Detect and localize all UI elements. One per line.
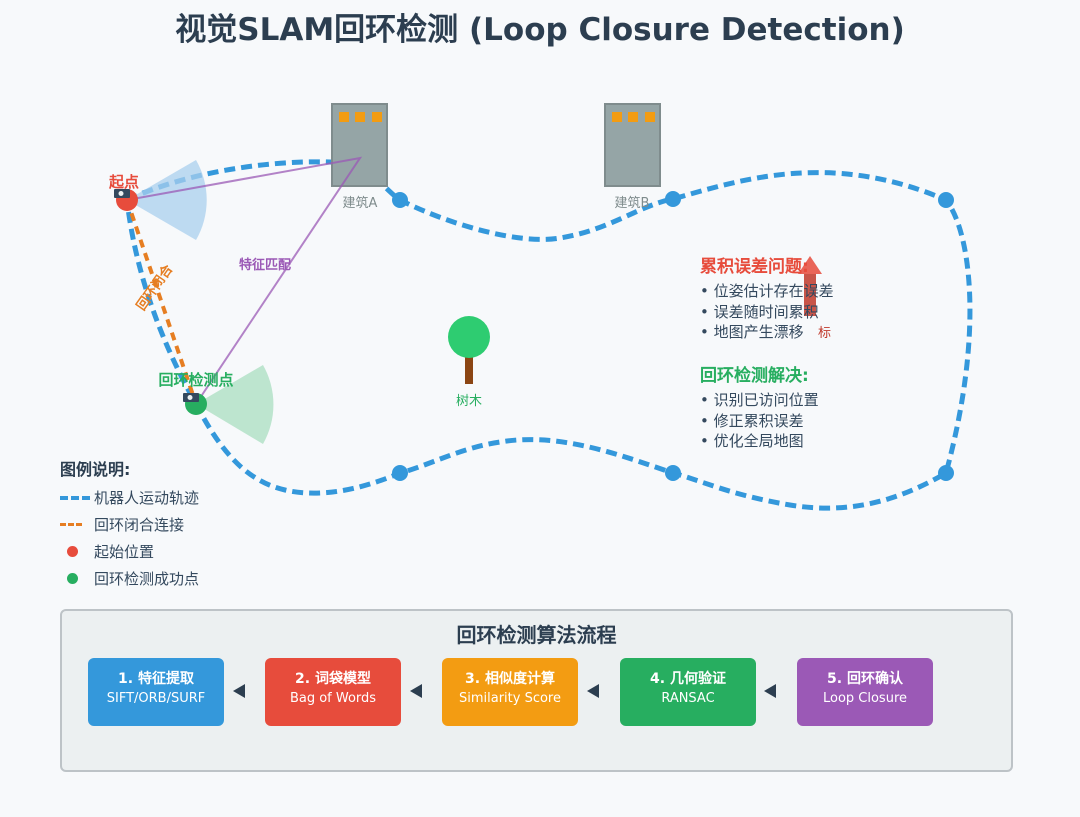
waypoint	[392, 465, 408, 481]
flow-step-bag-of-words: 2. 词袋模型 Bag of Words	[265, 658, 401, 726]
legend: 图例说明: 机器人运动轨迹 回环闭合连接 起始位置 回环检测成功点	[60, 456, 199, 592]
solution-item: • 优化全局地图	[700, 432, 804, 450]
drift-arrow-label: 标	[818, 326, 831, 341]
step-title: 3. 相似度计算	[465, 671, 555, 687]
legend-item-start: 起始位置	[60, 538, 199, 565]
flow-step-similarity: 3. 相似度计算 Similarity Score	[442, 658, 578, 726]
step-subtitle: Bag of Words	[289, 691, 377, 706]
flow-step-loop-confirmation: 5. 回环确认 Loop Closure	[797, 658, 933, 726]
orange-dash-swatch	[60, 523, 82, 526]
problem-item: • 误差随时间累积	[700, 302, 819, 321]
waypoint	[392, 192, 408, 208]
step-title: 4. 几何验证	[650, 671, 726, 687]
legend-item-loop-point: 回环检测成功点	[60, 565, 199, 592]
legend-label: 回环闭合连接	[94, 516, 185, 534]
step-subtitle: Similarity Score	[458, 691, 561, 706]
algorithm-flow-panel: 回环检测算法流程 1. 特征提取 SIFT/ORB/SURF 2. 词袋模型 B…	[60, 609, 1013, 772]
flow-step-geometric-verification: 4. 几何验证 RANSAC	[620, 658, 756, 726]
problem-item: • 位姿估计存在误差	[700, 282, 834, 300]
step-subtitle: SIFT/ORB/SURF	[106, 691, 206, 706]
building-b-label: 建筑B	[615, 195, 650, 211]
arrow-left-icon	[587, 684, 599, 698]
feature-match-line	[126, 156, 363, 405]
page-title: 视觉SLAM回环检测 (Loop Closure Detection)	[175, 12, 905, 48]
drift-arrow-icon	[798, 256, 822, 316]
flow-title: 回环检测算法流程	[456, 623, 617, 647]
feature-match-label: 特征匹配	[239, 257, 291, 273]
loop-closure-line	[125, 199, 198, 405]
start-label: 起点	[108, 173, 139, 191]
arrow-left-icon	[764, 684, 776, 698]
legend-item-loop-closure: 回环闭合连接	[60, 511, 199, 538]
waypoint	[665, 465, 681, 481]
red-dot-icon	[67, 546, 78, 557]
waypoint	[938, 465, 954, 481]
step-title: 2. 词袋模型	[295, 671, 371, 687]
loop-point-label: 回环检测点	[158, 371, 233, 389]
problem-title: 累积误差问题:	[700, 257, 809, 277]
solution-panel: 回环检测解决: • 识别已访问位置 • 修正累积误差 • 优化全局地图	[700, 361, 819, 452]
legend-label: 机器人运动轨迹	[94, 489, 200, 507]
loop-view-cone	[196, 365, 274, 444]
problem-item: • 地图产生漂移	[700, 323, 804, 341]
camera-icon	[183, 393, 199, 402]
step-title: 5. 回环确认	[827, 671, 903, 687]
arrow-left-icon	[410, 684, 422, 698]
start-view-cone	[127, 160, 207, 240]
building-a	[331, 103, 388, 187]
flow-step-feature-extraction: 1. 特征提取 SIFT/ORB/SURF	[88, 658, 224, 726]
robot-trajectory	[124, 159, 973, 511]
green-dot-icon	[67, 573, 78, 584]
step-subtitle: RANSAC	[661, 691, 715, 706]
arrow-left-icon	[233, 684, 245, 698]
tree	[448, 316, 490, 384]
solution-item: • 修正累积误差	[700, 411, 804, 430]
legend-label: 起始位置	[94, 543, 155, 561]
waypoint	[938, 192, 954, 208]
solution-title: 回环检测解决:	[700, 366, 809, 386]
step-title: 1. 特征提取	[118, 671, 194, 687]
solution-item: • 识别已访问位置	[700, 391, 819, 409]
problem-panel: 累积误差问题: • 位姿估计存在误差 • 误差随时间累积 • 地图产生漂移	[700, 252, 834, 343]
tree-label: 树木	[456, 394, 482, 409]
legend-label: 回环检测成功点	[94, 570, 200, 588]
camera-icon	[114, 189, 130, 198]
slam-scene: 建筑A 建筑B 特征匹配 树木 起点 回环检测点 回环闭合 标	[108, 103, 973, 511]
building-b	[604, 103, 661, 187]
waypoint	[665, 191, 681, 207]
blue-dash-swatch	[60, 495, 90, 500]
building-a-label: 建筑A	[343, 195, 378, 211]
legend-title: 图例说明:	[60, 460, 131, 479]
legend-item-trajectory: 机器人运动轨迹	[60, 484, 199, 511]
step-subtitle: Loop Closure	[822, 691, 908, 706]
